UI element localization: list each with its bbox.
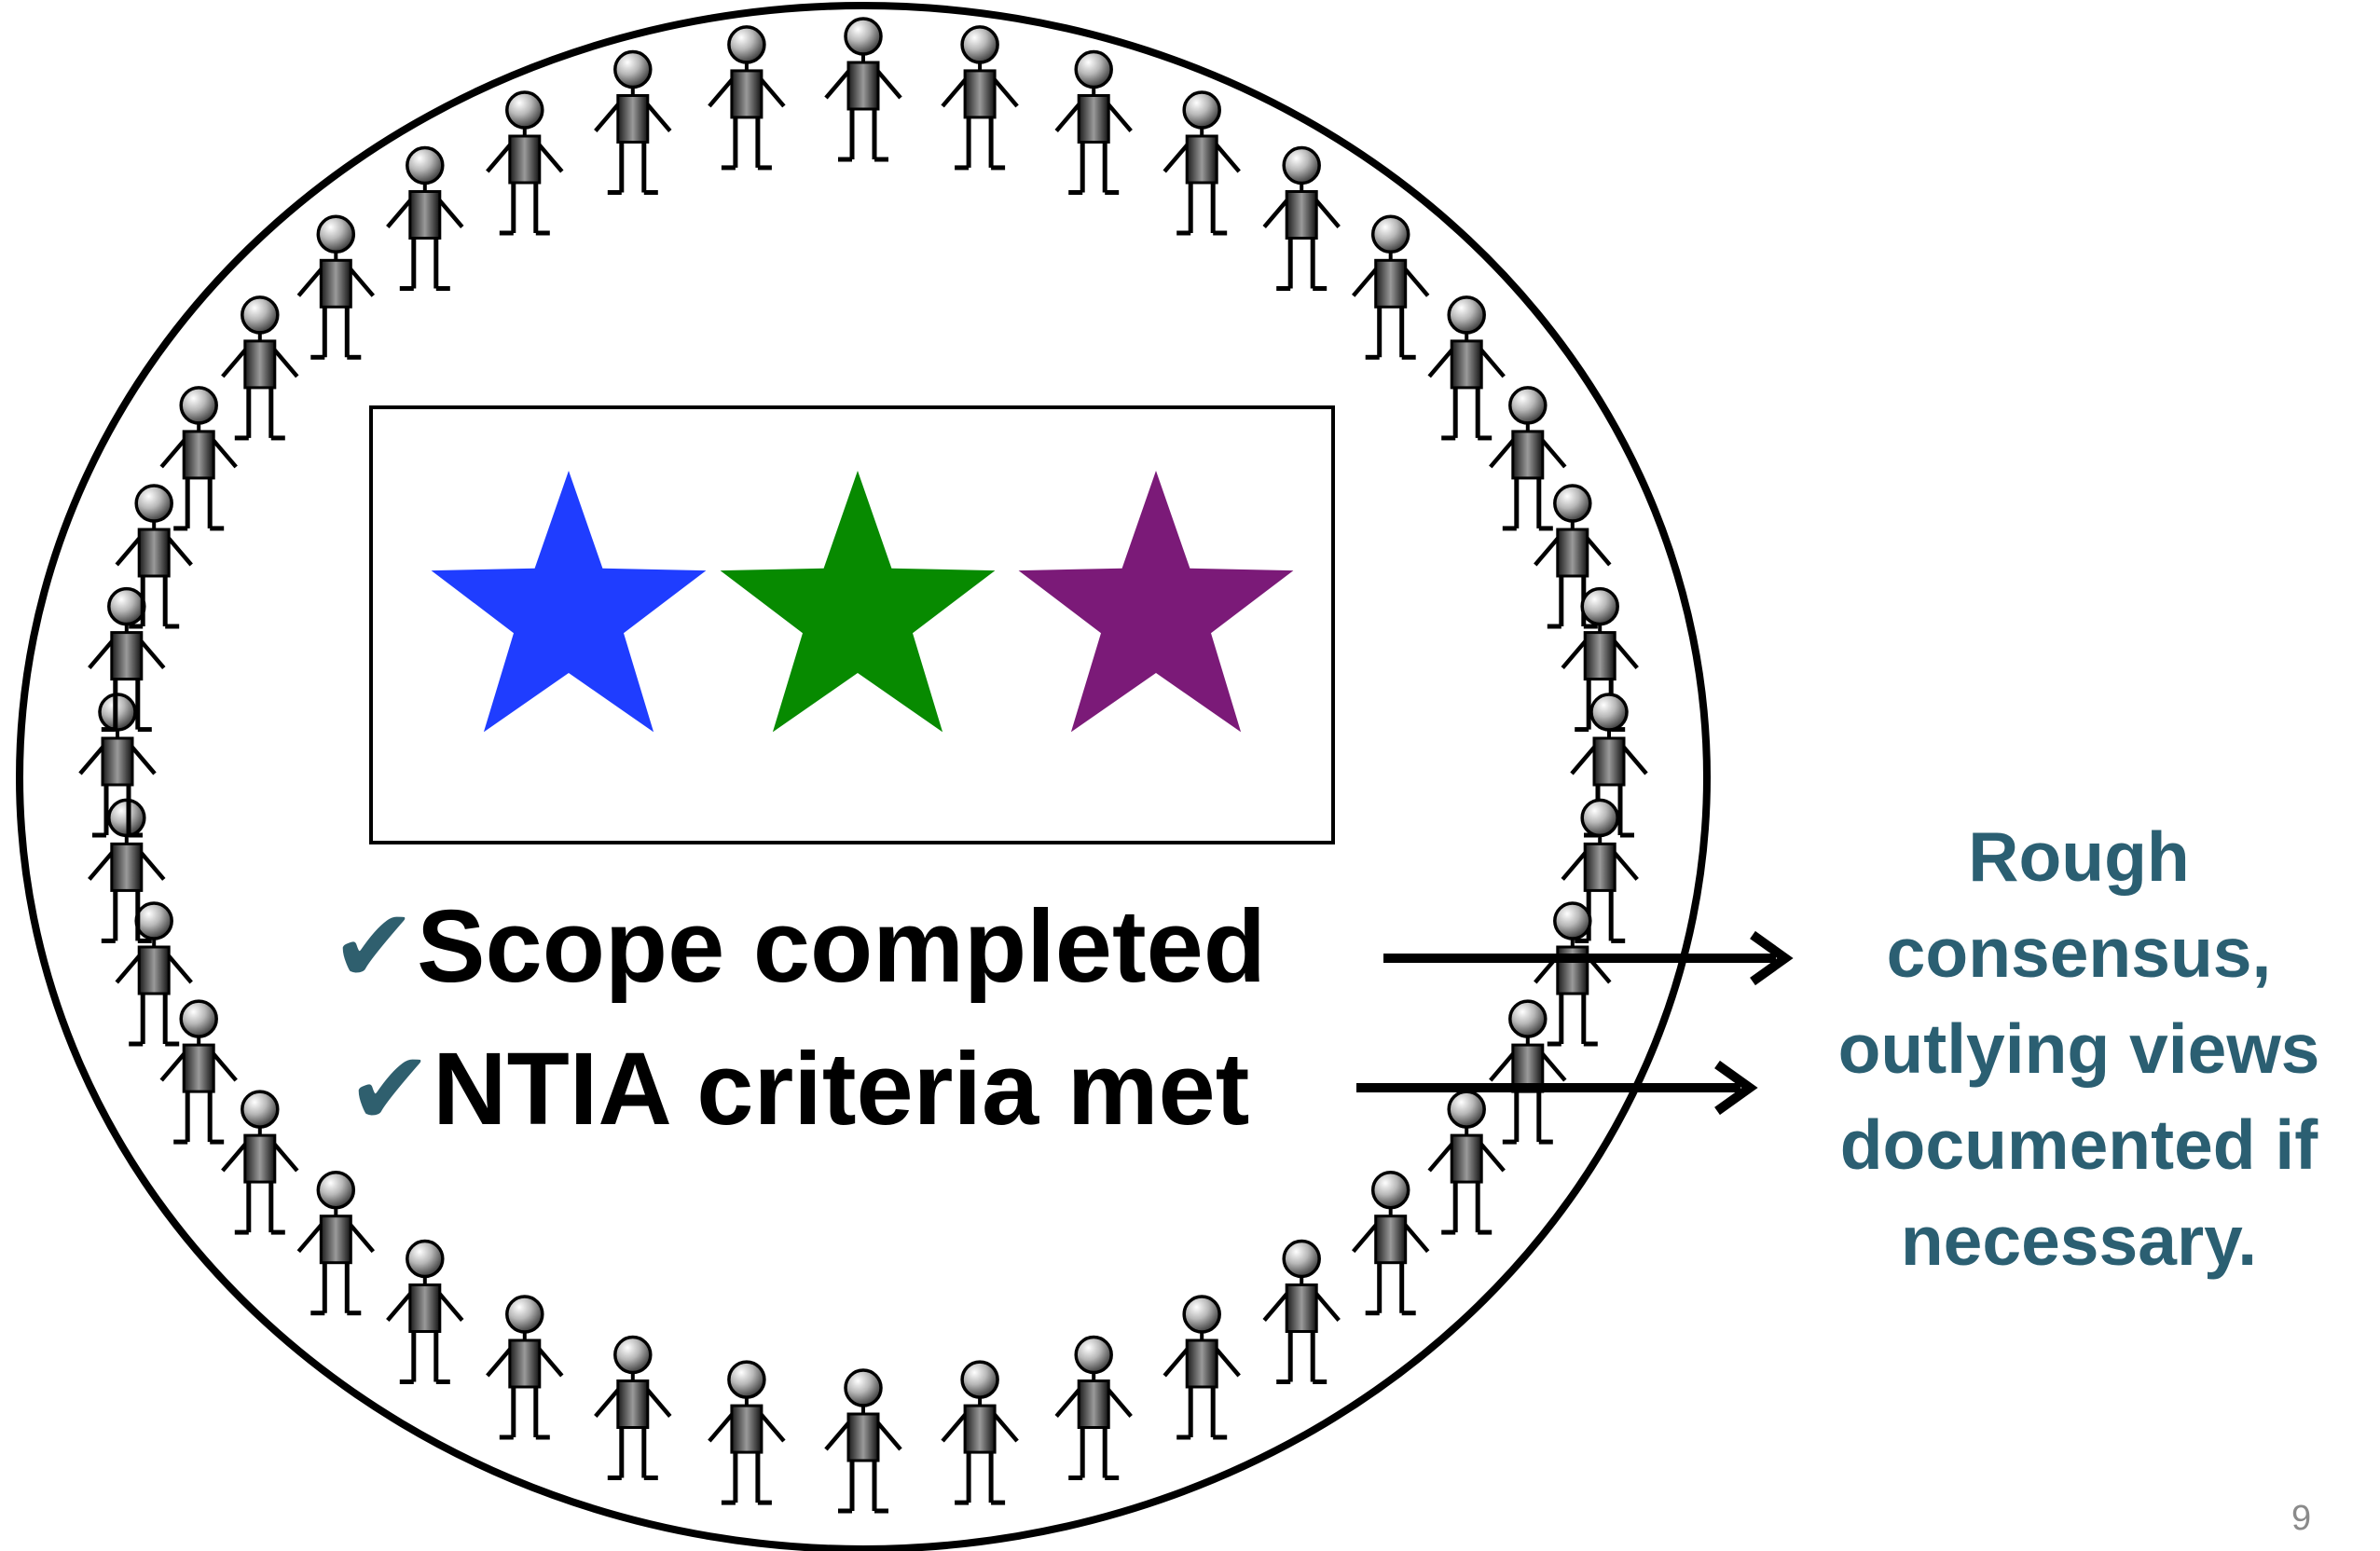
person-icon	[596, 52, 670, 193]
outcome-line: Rough	[1968, 817, 2190, 896]
checkmark-icon: ✔	[331, 886, 418, 1006]
green-star	[720, 471, 996, 733]
person-icon	[709, 27, 784, 168]
person-icon	[488, 1297, 562, 1437]
person-icon	[942, 1362, 1017, 1503]
blue-star	[431, 471, 707, 733]
arrow-scope	[1383, 930, 1794, 986]
checkmark-icon: ✔	[347, 1029, 433, 1148]
statement-scope-completed: ✔Scope completed	[331, 895, 1266, 998]
person-icon	[298, 216, 373, 357]
person-icon	[1429, 297, 1504, 438]
person-icon	[1491, 1001, 1565, 1142]
person-icon	[1056, 1338, 1131, 1478]
outcome-line: outlying views	[1837, 1009, 2320, 1088]
purple-star	[1018, 471, 1294, 733]
person-icon	[1164, 92, 1239, 233]
slide-number: 9	[2291, 1499, 2312, 1538]
statement-ntia-criteria: ✔NTIA criteria met	[347, 1037, 1249, 1141]
person-icon	[1264, 1242, 1339, 1382]
person-icon	[1354, 1173, 1428, 1313]
person-icon	[1056, 52, 1131, 193]
stars-group	[431, 471, 1294, 733]
outcome-line: necessary.	[1900, 1201, 2258, 1280]
person-icon	[826, 1370, 901, 1511]
outcome-text: Rough consensus, outlying views document…	[1753, 809, 2380, 1289]
person-icon	[298, 1173, 373, 1313]
outcome-line: consensus,	[1886, 913, 2272, 992]
arrow-ntia	[1356, 1060, 1758, 1116]
group-circle	[16, 2, 1711, 1551]
person-icon	[709, 1362, 784, 1503]
outcome-line: documented if	[1839, 1105, 2318, 1184]
person-icon	[596, 1338, 670, 1478]
person-icon	[1264, 148, 1339, 289]
person-icon	[161, 1001, 236, 1142]
person-icon	[1164, 1297, 1239, 1437]
statement-text: Scope completed	[417, 889, 1266, 1004]
person-icon	[388, 148, 462, 289]
person-icon	[388, 1242, 462, 1382]
person-icon	[826, 19, 901, 159]
person-icon	[488, 92, 562, 233]
person-icon	[942, 27, 1017, 168]
person-icon	[223, 297, 297, 438]
person-icon	[223, 1091, 297, 1232]
person-icon	[1429, 1091, 1504, 1232]
statement-text: NTIA criteria met	[433, 1032, 1250, 1146]
person-icon	[1354, 216, 1428, 357]
